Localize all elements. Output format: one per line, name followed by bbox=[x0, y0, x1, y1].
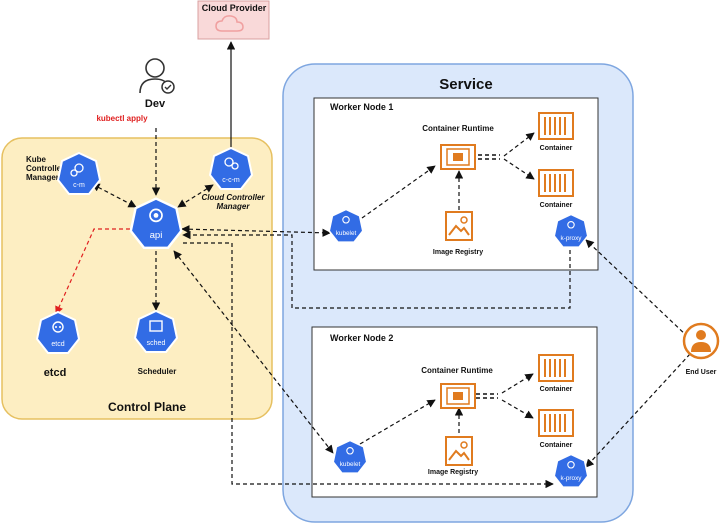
wn1-image-registry-icon bbox=[445, 211, 473, 241]
api-etcd-connector bbox=[55, 228, 130, 315]
worker-node-1-title: Worker Node 1 bbox=[330, 102, 393, 112]
svg-text:c-c-m: c-c-m bbox=[222, 177, 240, 184]
cloud-provider-box: Cloud Provider bbox=[197, 0, 270, 40]
svg-text:etcd: etcd bbox=[51, 341, 64, 348]
wn2-image-registry-icon bbox=[445, 436, 473, 466]
cloud-icon bbox=[215, 15, 244, 32]
wn1-kubelet-icon: kubelet bbox=[328, 208, 364, 243]
wn1-image-registry-label: Image Registry bbox=[433, 249, 483, 256]
wn1-container-1-label: Container bbox=[540, 145, 573, 152]
scheduler-icon: sched bbox=[134, 310, 178, 353]
kube-controller-manager-label-3: Manager bbox=[26, 173, 59, 182]
connectors bbox=[91, 41, 691, 489]
kube-controller-manager-label-1: Kube bbox=[26, 155, 47, 164]
cloud-controller-manager-label-2: Manager bbox=[217, 202, 251, 211]
wn1-kproxy-icon: k-proxy bbox=[553, 213, 589, 248]
kube-controller-manager-label-2: Controller bbox=[26, 164, 64, 173]
end-user-icon bbox=[682, 322, 720, 360]
wn2-kubelet-icon: kubelet bbox=[332, 439, 368, 475]
wn2-image-registry-label: Image Registry bbox=[428, 469, 478, 476]
etcd-label: etcd bbox=[44, 367, 67, 379]
wn2-runtime-label: Container Runtime bbox=[421, 366, 493, 375]
wn2-container-1-label: Container bbox=[540, 386, 573, 393]
wn1-runtime-label: Container Runtime bbox=[422, 124, 494, 133]
worker-node-2-title: Worker Node 2 bbox=[330, 333, 393, 343]
svg-text:k-proxy: k-proxy bbox=[561, 235, 583, 242]
dev-user-icon bbox=[139, 58, 175, 94]
svg-text:kubelet: kubelet bbox=[336, 230, 357, 237]
svg-text:api: api bbox=[150, 230, 163, 241]
scheduler-label: Scheduler bbox=[138, 367, 177, 376]
wn1-container-2-label: Container bbox=[540, 202, 573, 209]
wn2-kproxy-icon: k-proxy bbox=[553, 453, 589, 489]
svg-text:sched: sched bbox=[147, 340, 166, 347]
api-server-icon: api bbox=[129, 197, 183, 250]
cloud-controller-manager-label-1: Cloud Controller bbox=[201, 193, 265, 202]
etcd-icon: etcd bbox=[36, 311, 80, 354]
c-m-icon: c-m bbox=[57, 152, 101, 195]
svg-text:c-m: c-m bbox=[73, 182, 85, 189]
control-plane-title: Control Plane bbox=[108, 400, 186, 414]
cloud-provider-label: Cloud Provider bbox=[202, 3, 267, 13]
svg-text:kubelet: kubelet bbox=[340, 461, 361, 468]
wn2-container-2-label: Container bbox=[540, 442, 573, 449]
dev-label: Dev bbox=[145, 98, 166, 110]
svg-text:k-proxy: k-proxy bbox=[561, 475, 583, 482]
end-user-label: End User bbox=[686, 369, 717, 376]
c-c-m-icon: c-c-m bbox=[209, 147, 253, 190]
service-title: Service bbox=[439, 76, 492, 93]
kubectl-apply-label: kubectl apply bbox=[96, 114, 148, 123]
